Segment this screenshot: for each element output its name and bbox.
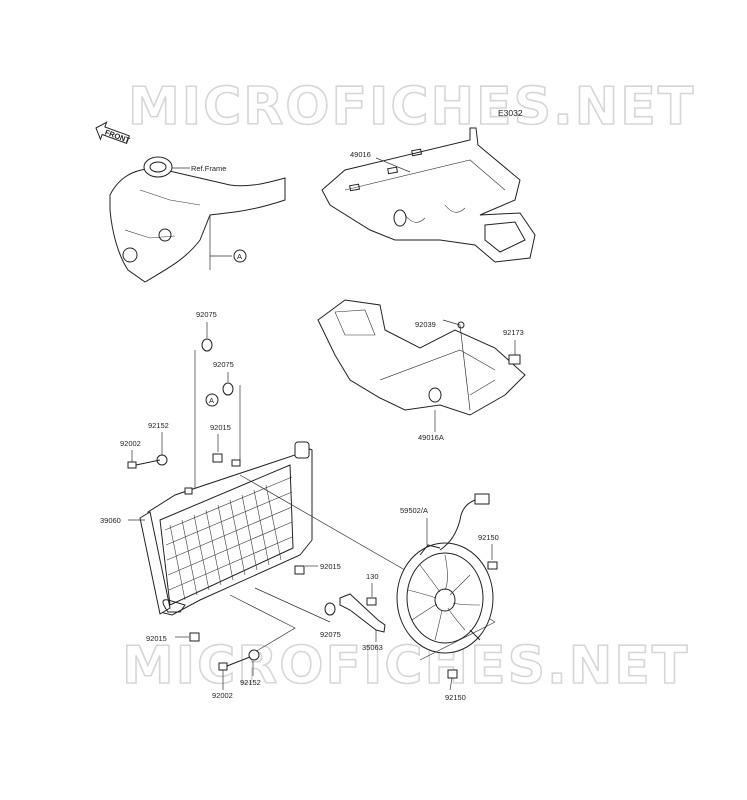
label-92039: 92039 xyxy=(415,320,436,329)
label-92015-a: 92015 xyxy=(210,423,231,432)
label-92015-b: 92015 xyxy=(320,562,341,571)
callout-a-label: A xyxy=(237,252,242,261)
label-92075-c: 92075 xyxy=(320,630,341,639)
label-92150-b: 92150 xyxy=(445,693,466,702)
label-92002-b: 92002 xyxy=(212,691,233,700)
lower-fasteners: 92015 92075 92015 92152 92002 xyxy=(146,562,341,700)
callout-a-label-2: A xyxy=(209,396,214,405)
label-59502: 59502/A xyxy=(400,506,428,515)
radiator: 39060 xyxy=(100,441,313,616)
label-35063: 35063 xyxy=(362,643,383,652)
label-92075-b: 92075 xyxy=(213,360,234,369)
fan-assembly: 59502/A 92150 92150 xyxy=(239,474,499,702)
left-fasteners: 92152 92002 92015 xyxy=(120,421,231,469)
callout-a-circle xyxy=(233,249,247,263)
diagram-code: E3032 xyxy=(498,108,523,118)
watermark-bottom: MICROFICHES.NET xyxy=(122,636,689,696)
label-92002-a: 92002 xyxy=(120,439,141,448)
label-92173: 92173 xyxy=(503,328,524,337)
label-39060: 39060 xyxy=(100,516,121,525)
grommets-top: 92075 92075 A xyxy=(194,310,241,490)
label-49016A: 49016A xyxy=(418,433,444,442)
frame-reference: Ref.Frame A xyxy=(109,156,286,283)
label-130: 130 xyxy=(366,572,379,581)
label-49016: 49016 xyxy=(350,150,371,159)
label-92075-a: 92075 xyxy=(196,310,217,319)
watermark-top: MICROFICHES.NET xyxy=(128,77,695,137)
hose-35063: 130 35063 xyxy=(339,572,386,652)
label-92152-b: 92152 xyxy=(240,678,261,687)
label-92015-c: 92015 xyxy=(146,634,167,643)
label-92150-a: 92150 xyxy=(478,533,499,542)
callout-a-circle-2 xyxy=(205,393,219,407)
part-49016-cover: 49016 xyxy=(321,127,536,263)
label-92152-a: 92152 xyxy=(148,421,169,430)
ref-frame-label: Ref.Frame xyxy=(191,164,226,173)
part-49016A-cover: 92039 92173 49016A xyxy=(317,299,526,442)
